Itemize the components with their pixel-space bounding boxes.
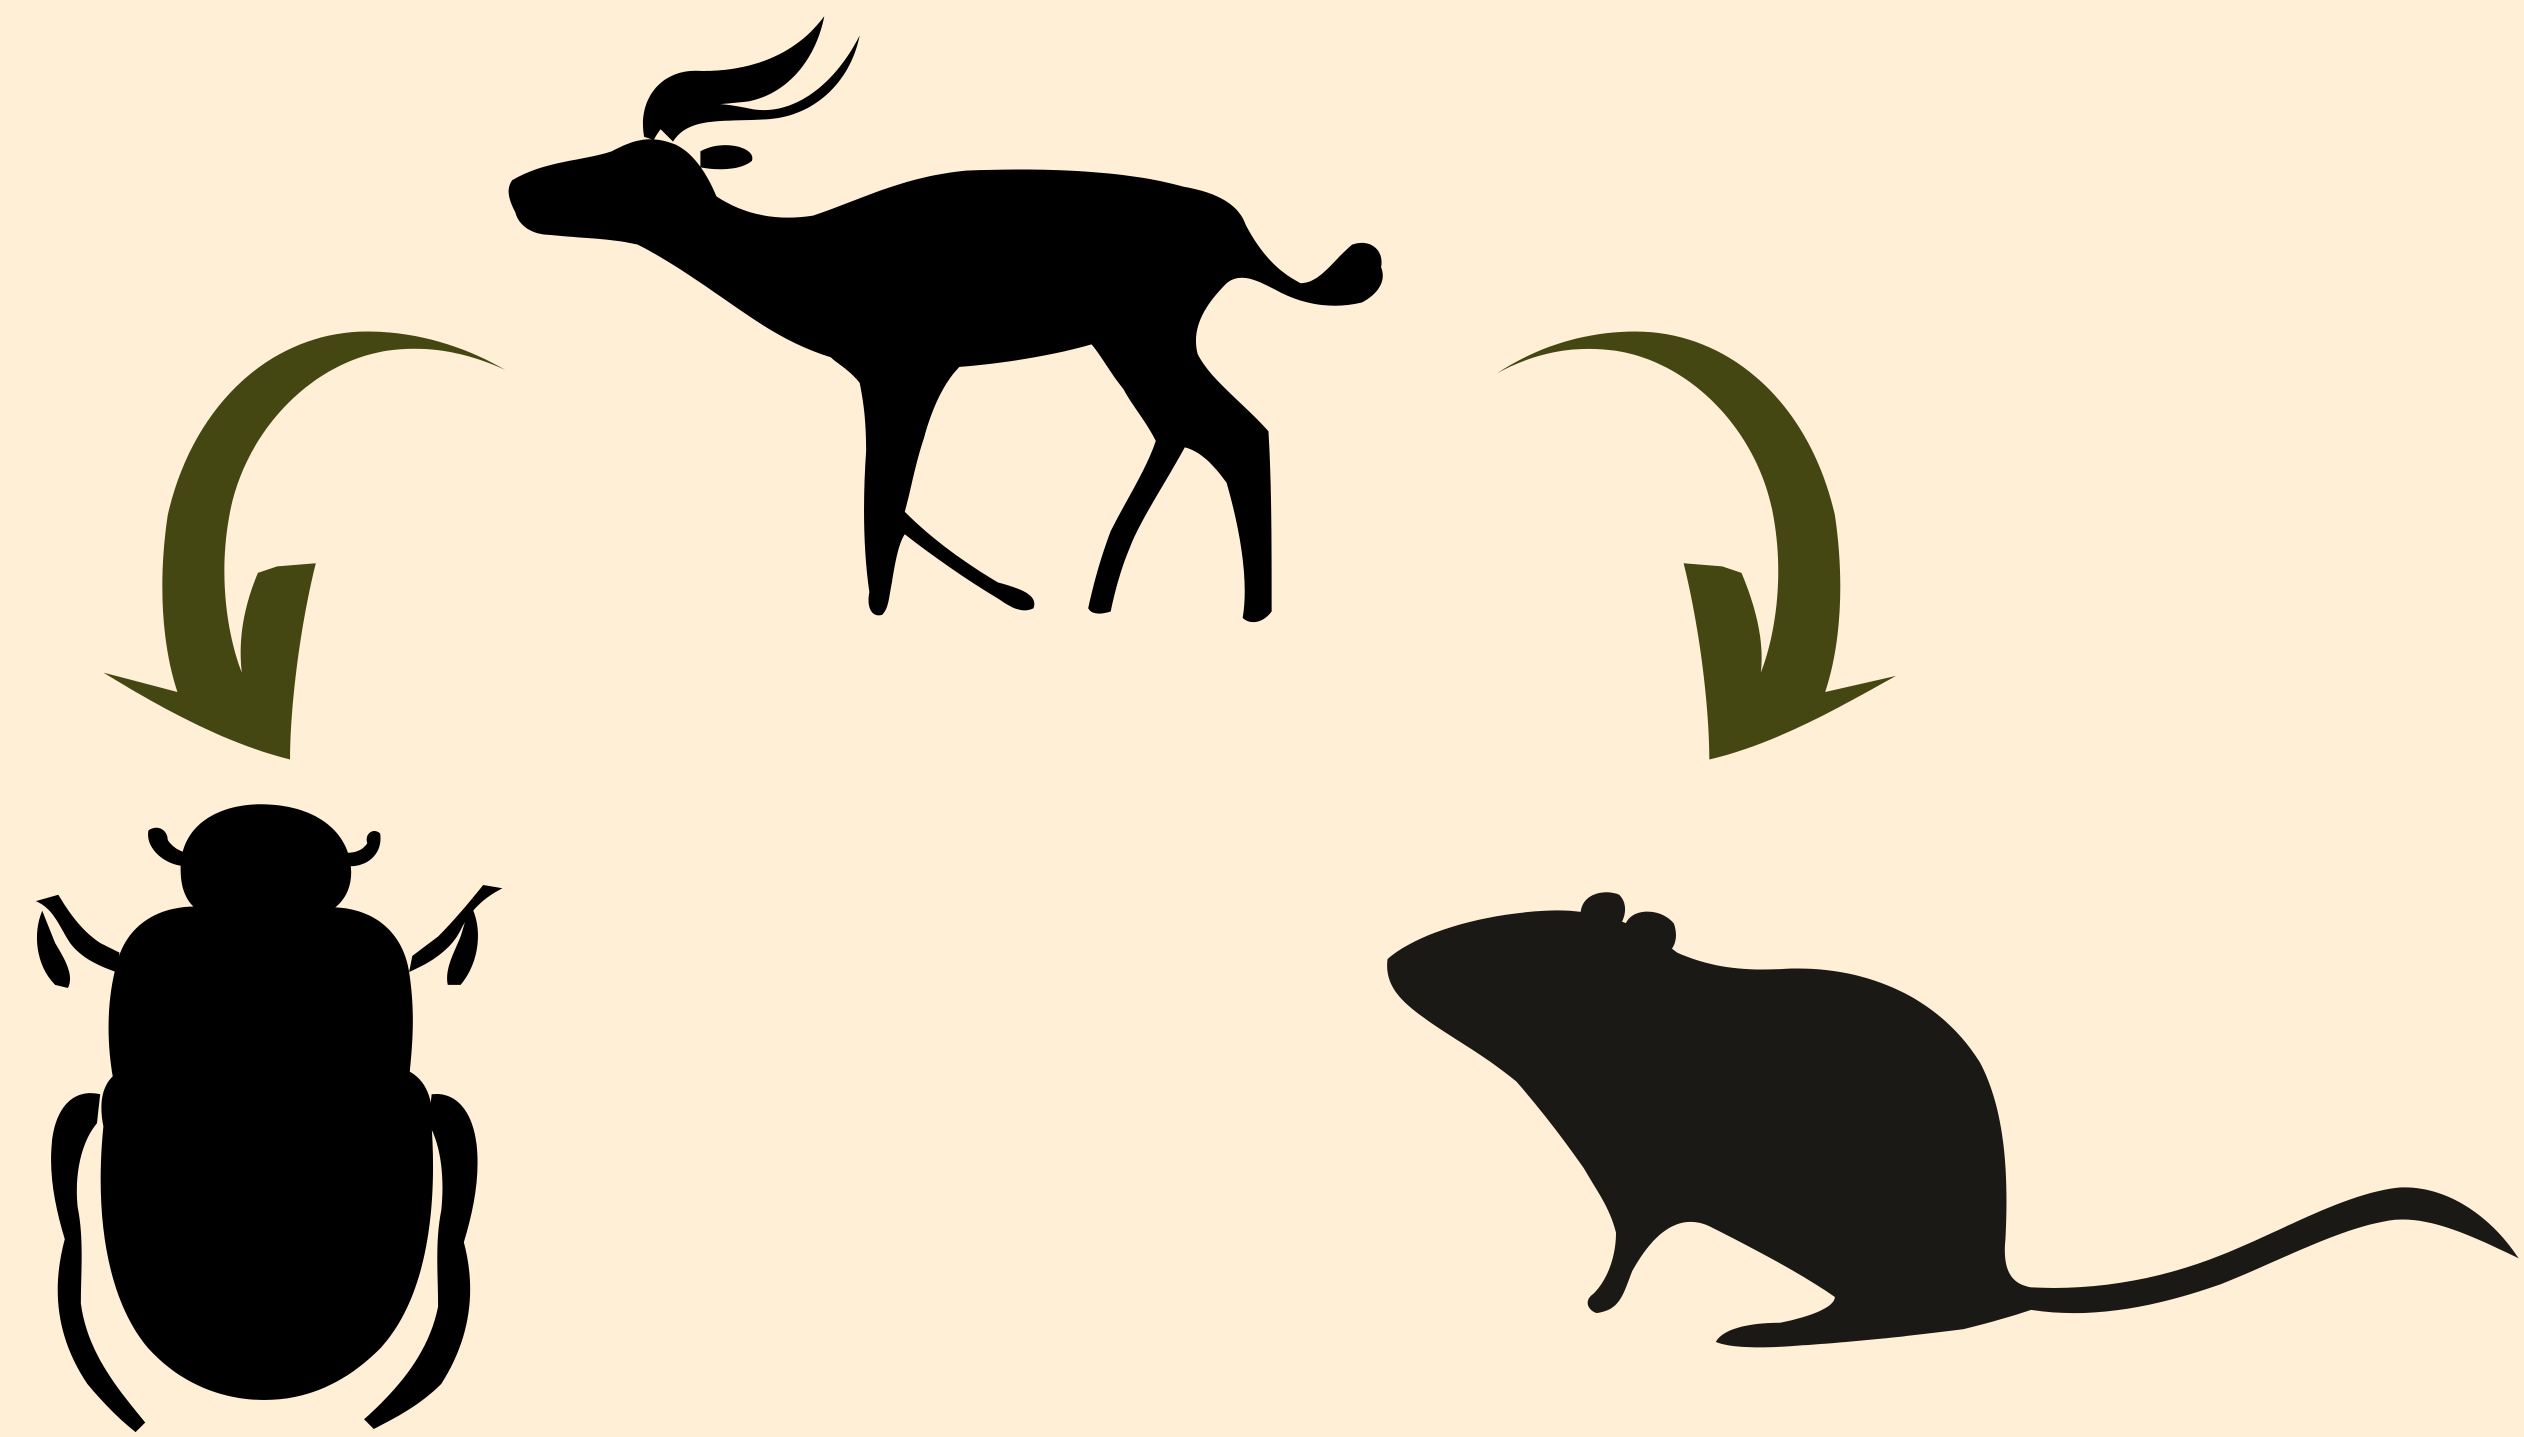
curved-arrow-down-left-icon — [103, 331, 505, 759]
rodent-silhouette-icon — [1387, 892, 2519, 1347]
antelope-silhouette-icon — [509, 16, 1383, 622]
curved-arrow-down-right-icon — [1497, 331, 1896, 759]
dung-beetle-silhouette-icon — [36, 804, 503, 1432]
